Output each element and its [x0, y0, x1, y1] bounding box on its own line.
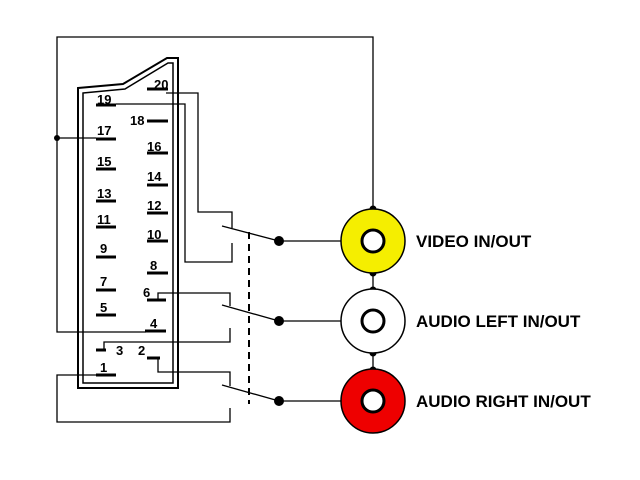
- pin-20-label: 20: [154, 77, 168, 92]
- pin-14-label: 14: [147, 169, 162, 184]
- pin-4-label: 4: [150, 316, 158, 331]
- pin-numbers: 20 19 18 17 16 15 14 13 12 11 10 9 8 7 6…: [97, 77, 168, 375]
- pin-1-label: 1: [100, 360, 107, 375]
- audio-left-label: AUDIO LEFT IN/OUT: [416, 312, 581, 331]
- pin-7-label: 7: [100, 274, 107, 289]
- video-rca-connector: [340, 208, 406, 274]
- pin-8-label: 8: [150, 258, 157, 273]
- pin-19-label: 19: [97, 92, 111, 107]
- wiring: [56, 36, 374, 423]
- pin-16-label: 16: [147, 139, 161, 154]
- audio-left-rca-connector: [340, 288, 406, 354]
- pin-18-label: 18: [130, 113, 144, 128]
- scart-connector-inner: [82, 62, 174, 384]
- pin-15-label: 15: [97, 154, 111, 169]
- pin-6-label: 6: [143, 285, 150, 300]
- scart-connector-outer: [77, 57, 179, 389]
- video-label: VIDEO IN/OUT: [416, 232, 532, 251]
- pin-5-label: 5: [100, 300, 107, 315]
- audio-right-label: AUDIO RIGHT IN/OUT: [416, 392, 591, 411]
- pin-13-label: 13: [97, 186, 111, 201]
- pin-17-label: 17: [97, 123, 111, 138]
- pin-bars: [96, 87, 168, 377]
- pin-11-label: 11: [97, 212, 111, 227]
- audio-right-rca-connector: [340, 368, 406, 434]
- pin-3-label: 3: [116, 343, 123, 358]
- pin-9-label: 9: [100, 241, 107, 256]
- pin-12-label: 12: [147, 198, 161, 213]
- pin-2-label: 2: [138, 343, 145, 358]
- pin-10-label: 10: [147, 227, 161, 242]
